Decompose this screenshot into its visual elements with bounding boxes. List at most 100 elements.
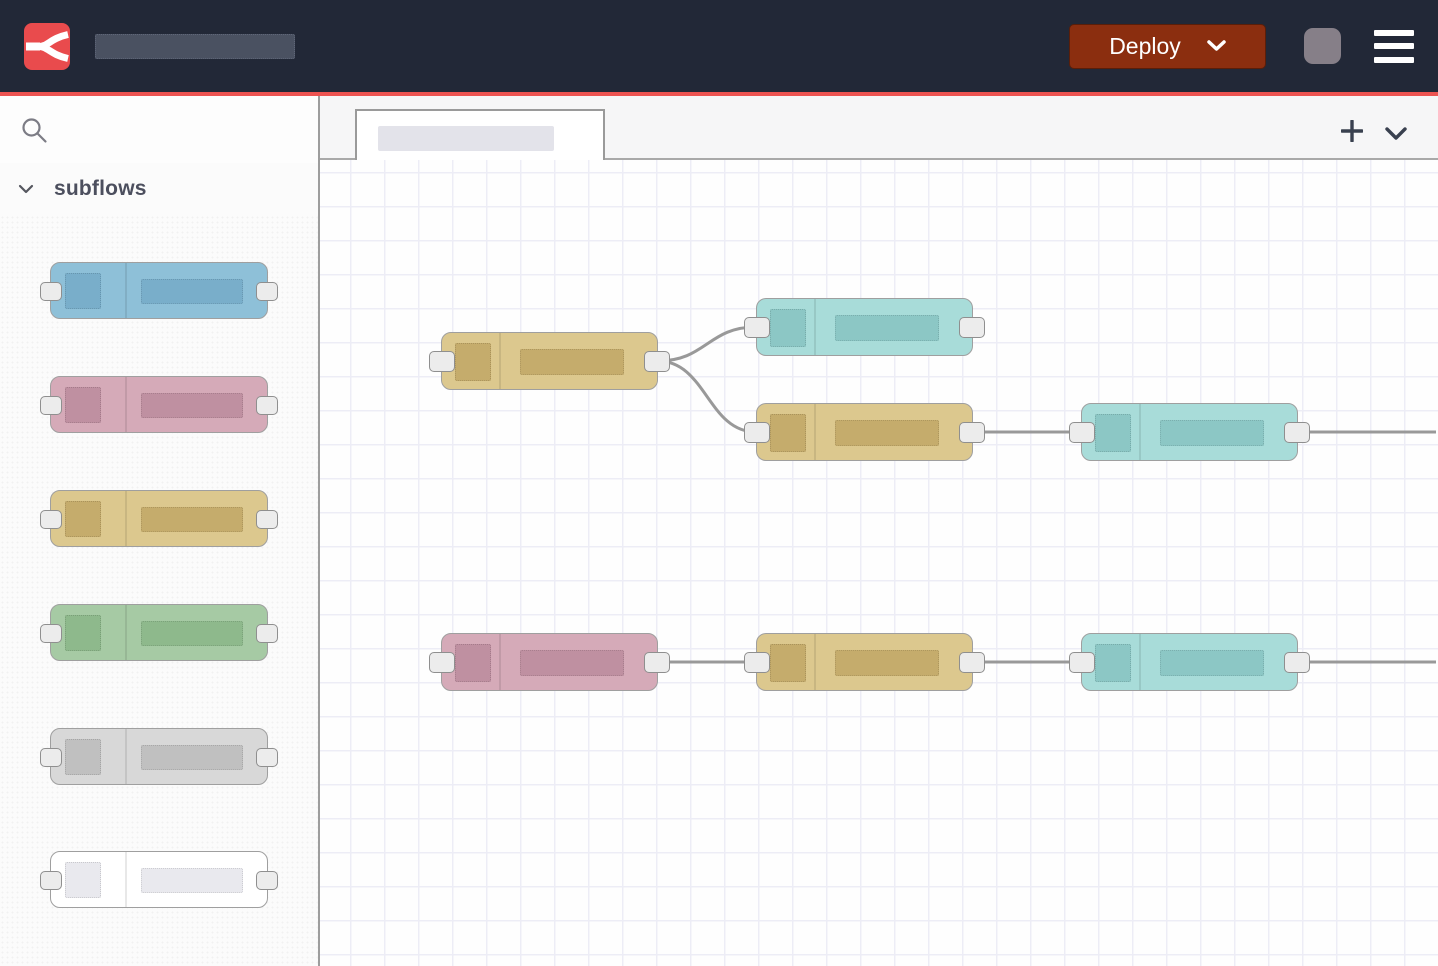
node-divider: [125, 491, 127, 546]
palette-node-green[interactable]: [40, 604, 278, 661]
node-label-placeholder: [141, 868, 243, 893]
node-icon-placeholder: [455, 644, 491, 682]
node-input-port[interactable]: [744, 652, 770, 673]
flow-node-cyan[interactable]: [1069, 633, 1310, 691]
palette-node-white[interactable]: [40, 851, 278, 908]
workspace-title-placeholder: [95, 33, 295, 59]
node-output-port[interactable]: [644, 351, 670, 372]
node-label-placeholder: [520, 349, 624, 375]
node-input-port[interactable]: [40, 396, 62, 415]
node-input-port[interactable]: [40, 871, 62, 890]
node-divider: [1139, 634, 1141, 690]
node-icon-placeholder: [1095, 414, 1131, 452]
workspace-tab[interactable]: [355, 109, 605, 160]
palette-category-label: subflows: [54, 177, 147, 200]
node-divider: [814, 634, 816, 690]
palette-list: [0, 215, 318, 966]
node-label-placeholder: [141, 393, 243, 418]
node-divider: [814, 299, 816, 355]
wire[interactable]: [657, 325, 757, 363]
node-icon-placeholder: [770, 414, 806, 452]
palette-category-subflows[interactable]: subflows: [0, 163, 318, 215]
header-accent-line: [0, 92, 1438, 96]
node-output-port[interactable]: [1284, 652, 1310, 673]
workspace-tabs: [320, 96, 1438, 160]
node-label-placeholder: [141, 279, 243, 304]
node-output-port[interactable]: [256, 871, 278, 890]
palette-node-gray[interactable]: [40, 728, 278, 785]
node-input-port[interactable]: [744, 422, 770, 443]
node-label-placeholder: [141, 745, 243, 770]
node-input-port[interactable]: [1069, 422, 1095, 443]
node-divider: [1139, 404, 1141, 460]
node-icon-placeholder: [65, 615, 101, 651]
node-divider: [125, 605, 127, 660]
hamburger-icon: [1374, 29, 1414, 36]
node-divider: [814, 404, 816, 460]
node-label-placeholder: [1160, 420, 1264, 446]
wire[interactable]: [657, 359, 757, 434]
node-label-placeholder: [141, 621, 243, 646]
node-divider: [125, 263, 127, 318]
node-output-port[interactable]: [959, 422, 985, 443]
node-output-port[interactable]: [256, 510, 278, 529]
header: Deploy: [0, 0, 1438, 92]
flow-node-pink[interactable]: [429, 633, 670, 691]
node-output-port[interactable]: [256, 282, 278, 301]
node-icon-placeholder: [455, 343, 491, 381]
flow-canvas[interactable]: [320, 160, 1438, 966]
node-input-port[interactable]: [40, 624, 62, 643]
node-output-port[interactable]: [256, 748, 278, 767]
palette-search-row[interactable]: [0, 96, 318, 163]
node-output-port[interactable]: [959, 652, 985, 673]
add-flow-button[interactable]: [1340, 119, 1364, 144]
node-output-port[interactable]: [256, 396, 278, 415]
flow-node-yellow[interactable]: [744, 403, 985, 461]
node-input-port[interactable]: [40, 510, 62, 529]
node-label-placeholder: [520, 650, 624, 676]
fork-icon: [26, 30, 69, 62]
node-red-logo: [24, 22, 70, 70]
node-input-port[interactable]: [429, 652, 455, 673]
chevron-down-icon: [18, 184, 34, 194]
flow-list-button[interactable]: [1384, 123, 1408, 147]
node-label-placeholder: [1160, 650, 1264, 676]
main-menu-button[interactable]: [1374, 29, 1414, 63]
flow-node-yellow[interactable]: [429, 332, 670, 390]
node-divider: [125, 729, 127, 784]
node-input-port[interactable]: [1069, 652, 1095, 673]
node-icon-placeholder: [770, 644, 806, 682]
node-label-placeholder: [835, 420, 939, 446]
flow-node-cyan[interactable]: [1069, 403, 1310, 461]
palette-node-yellow[interactable]: [40, 490, 278, 547]
chevron-down-icon: [1385, 126, 1407, 140]
editor-main: [320, 96, 1438, 966]
plus-icon: [1340, 119, 1364, 143]
flow-node-yellow[interactable]: [744, 633, 985, 691]
node-output-port[interactable]: [959, 317, 985, 338]
node-input-port[interactable]: [744, 317, 770, 338]
node-input-port[interactable]: [40, 748, 62, 767]
node-input-port[interactable]: [429, 351, 455, 372]
deploy-button[interactable]: Deploy: [1069, 23, 1266, 69]
node-icon-placeholder: [65, 387, 101, 423]
node-icon-placeholder: [1095, 644, 1131, 682]
node-icon-placeholder: [65, 862, 101, 898]
node-input-port[interactable]: [40, 282, 62, 301]
palette-sidebar: subflows: [0, 96, 320, 966]
node-icon-placeholder: [770, 309, 806, 347]
palette-node-pink[interactable]: [40, 376, 278, 433]
search-icon[interactable]: [21, 117, 48, 144]
deploy-chevron-icon: [1207, 40, 1226, 51]
node-label-placeholder: [835, 650, 939, 676]
user-avatar[interactable]: [1304, 28, 1341, 64]
node-label-placeholder: [835, 315, 939, 341]
node-output-port[interactable]: [1284, 422, 1310, 443]
tab-title-placeholder: [378, 126, 554, 151]
flow-node-cyan[interactable]: [744, 298, 985, 356]
node-divider: [499, 634, 501, 690]
node-divider: [125, 377, 127, 432]
node-output-port[interactable]: [256, 624, 278, 643]
node-output-port[interactable]: [644, 652, 670, 673]
palette-node-blue[interactable]: [40, 262, 278, 319]
